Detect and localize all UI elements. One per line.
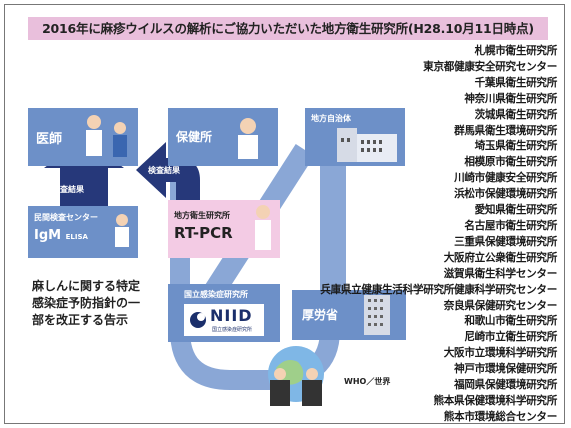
notice-text: 麻しんに関する特定 感染症予防指針の一 部を改正する告示 bbox=[32, 278, 140, 329]
lab-list-item: 福岡県保健環境研究所 bbox=[454, 379, 557, 392]
lab-list-item: 熊本県保健環境科学研究所 bbox=[433, 394, 557, 407]
lab-list-item: 大阪府立公衆衛生研究所 bbox=[443, 251, 558, 264]
flow-loop bbox=[170, 150, 340, 390]
private-lab-box: 民間検査センター IgM ELISA bbox=[28, 206, 138, 258]
rtpcr-label: RT-PCR bbox=[174, 224, 233, 242]
who-label: WHO／世界 bbox=[344, 377, 391, 386]
lab-list: 札幌市衛生研究所東京都健康安全研究センター千葉県衛生研究所神奈川県衛生研究所茨城… bbox=[320, 44, 557, 426]
doctor-patient-icon bbox=[86, 115, 127, 157]
result-arrow-mid bbox=[136, 142, 200, 200]
lab-list-item: 熊本市環境総合センター bbox=[443, 410, 558, 423]
lab-list-item: 埼玉県衛生研究所 bbox=[474, 140, 558, 153]
mhlw-box: 厚労省 bbox=[292, 290, 406, 340]
microscope-icon bbox=[115, 214, 129, 247]
lab-list-item: 群馬県衛生環境研究所 bbox=[454, 124, 557, 137]
lab-list-item: 和歌山市衛生研究所 bbox=[464, 315, 557, 328]
notice-line: 麻しんに関する特定 bbox=[32, 279, 141, 293]
health-center-box: 保健所 bbox=[168, 108, 278, 166]
doctor-box: 医師 bbox=[28, 108, 138, 166]
health-center-label: 保健所 bbox=[176, 130, 213, 144]
lab-list-item: 浜松市保健環境研究所 bbox=[454, 188, 557, 201]
local-gov-label: 地方自治体 bbox=[311, 114, 351, 123]
building-icon bbox=[337, 128, 397, 162]
lab-list-item: 名古屋市衛生研究所 bbox=[464, 219, 557, 232]
doctor-label: 医師 bbox=[36, 132, 63, 147]
niid-logo-text: NIID bbox=[210, 306, 253, 325]
private-lab-label: 民間検査センター bbox=[34, 213, 98, 222]
lab-list-item: 滋賀県衛生科学センター bbox=[443, 267, 558, 280]
diagram-title: 2016年に麻疹ウイルスの解析にご協力いただいた地方衛生研究所(H28.10月1… bbox=[28, 17, 548, 40]
igm-label: IgM ELISA bbox=[34, 228, 88, 243]
lab-list-item: 大阪市立環境科学研究所 bbox=[443, 347, 558, 360]
niid-logo: NIID 国立感染症研究所 bbox=[184, 304, 264, 336]
diagram-frame bbox=[4, 4, 565, 424]
mhlw-label: 厚労省 bbox=[302, 308, 339, 322]
nurse-icon bbox=[238, 118, 258, 159]
lab-list-item: 奈良県保健研究センター bbox=[443, 299, 558, 312]
lab-list-item: 神戸市環境保健研究所 bbox=[454, 363, 557, 376]
result-label-mid: 検査結果 bbox=[148, 166, 180, 175]
niid-logo-subtext: 国立感染症研究所 bbox=[212, 327, 253, 333]
lab-list-item: 川崎市健康安全研究所 bbox=[454, 172, 557, 185]
lab-list-item: 千葉県衛生研究所 bbox=[474, 76, 558, 89]
lab-list-item: 茨城県衛生研究所 bbox=[474, 108, 558, 121]
elisa-text: ELISA bbox=[65, 233, 88, 241]
lab-list-item: 札幌市衛生研究所 bbox=[474, 45, 558, 57]
lab-list-item: 兵庫県立健康生活科学研究所健康科学研究センター bbox=[320, 283, 557, 296]
lab-list-item: 三重県保健環境研究所 bbox=[454, 235, 557, 248]
niid-label: 国立感染症研究所 bbox=[184, 290, 248, 299]
lab-list-item: 尼崎市立衛生研究所 bbox=[464, 331, 557, 344]
local-gov-box: 地方自治体 bbox=[305, 108, 405, 166]
notice-line: 感染症予防指針の一 bbox=[32, 296, 141, 310]
igm-text: IgM bbox=[34, 228, 62, 243]
lab-list-item: 東京都健康安全研究センター bbox=[423, 60, 557, 73]
niid-logo-icon bbox=[190, 312, 206, 328]
lab-list-item: 愛知県衛生研究所 bbox=[474, 204, 558, 217]
lab-list-item: 神奈川県衛生研究所 bbox=[464, 92, 557, 105]
niid-box: 国立感染症研究所 NIID 国立感染症研究所 bbox=[168, 284, 280, 342]
prefectural-lab-box: 地方衛生研究所 RT-PCR bbox=[168, 200, 280, 258]
mhlw-building-icon bbox=[364, 295, 390, 335]
result-label-left: 検査結果 bbox=[52, 185, 84, 194]
notice-line: 部を改正する告示 bbox=[32, 313, 129, 327]
prefectural-lab-label: 地方衛生研究所 bbox=[174, 211, 230, 220]
globe-handshake-icon bbox=[268, 346, 324, 406]
lab-list-item: 相模原市衛生研究所 bbox=[464, 156, 557, 169]
researcher-icon bbox=[255, 205, 271, 250]
